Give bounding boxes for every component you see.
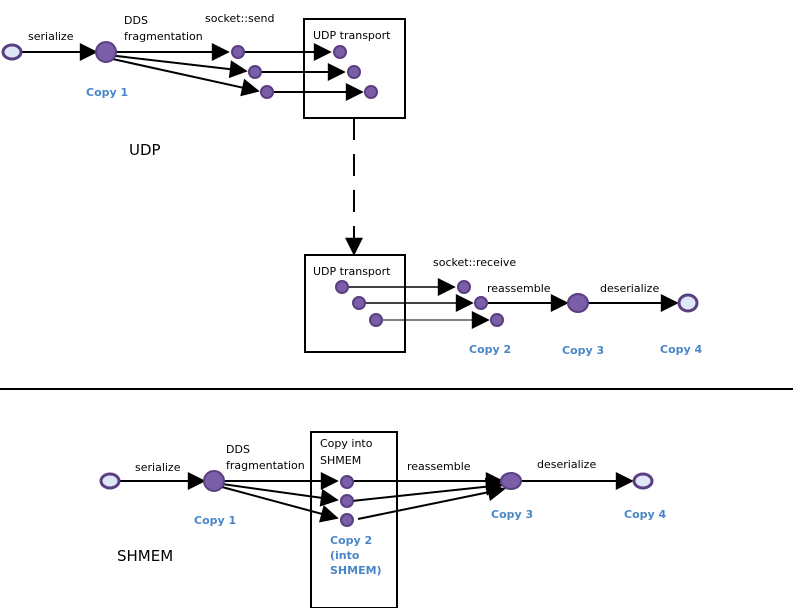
node-frag-3 <box>260 85 274 99</box>
edge-reassemble-2 <box>351 477 504 502</box>
edge-frag-3 <box>107 57 260 97</box>
node-recv-2 <box>474 296 488 310</box>
node-shmem-2 <box>340 494 354 508</box>
label-reassemble: reassemble <box>407 460 471 473</box>
label-copy2-line2: (into <box>330 549 360 562</box>
shmem-box <box>310 431 398 608</box>
label-copy4: Copy 4 <box>624 508 667 521</box>
shmem-section: serialize DDS fragmentation Copy into SH… <box>99 431 667 608</box>
node-source <box>1 43 23 61</box>
node-shmem-3 <box>340 513 354 527</box>
node-recv-3 <box>490 313 504 327</box>
edge-frag-2 <box>107 54 248 79</box>
node-copy3 <box>500 472 522 490</box>
udp-section: serialize DDS fragmentation socket::send… <box>1 12 703 357</box>
node-recv-in-1 <box>335 280 349 294</box>
label-copy-into-1: Copy into <box>320 437 373 450</box>
label-socket-send: socket::send <box>205 12 274 25</box>
label-copy2: Copy 2 <box>469 343 511 356</box>
node-recv-in-2 <box>352 296 366 310</box>
label-copy1: Copy 1 <box>86 86 128 99</box>
label-fragmentation-2: fragmentation <box>124 30 203 43</box>
node-source <box>99 472 121 490</box>
label-udp-transport-send: UDP transport <box>313 29 391 42</box>
label-socket-receive: socket::receive <box>433 256 516 269</box>
label-copy-into-2: SHMEM <box>320 454 361 467</box>
node-shmem-1 <box>340 475 354 489</box>
label-copy3: Copy 3 <box>562 344 604 357</box>
label-fragmentation-1: DDS <box>226 443 250 456</box>
node-copy4 <box>677 293 699 313</box>
node-recv-1 <box>457 280 471 294</box>
label-copy4: Copy 4 <box>660 343 703 356</box>
node-frag-2 <box>248 65 262 79</box>
label-deserialize: deserialize <box>537 458 596 471</box>
label-copy1: Copy 1 <box>194 514 236 527</box>
node-copy3 <box>567 293 589 313</box>
label-copy2: Copy 2 <box>330 534 372 547</box>
edge-frag-3 <box>221 486 339 523</box>
label-fragmentation-1: DDS <box>124 14 148 27</box>
label-deserialize: deserialize <box>600 282 659 295</box>
udp-transport-send-box <box>303 18 406 119</box>
label-udp-transport-recv: UDP transport <box>313 265 391 278</box>
edge-frag-2 <box>221 483 339 507</box>
node-send-1 <box>333 45 347 59</box>
node-recv-in-3 <box>369 313 383 327</box>
label-serialize: serialize <box>135 461 181 474</box>
node-copy4 <box>632 472 654 490</box>
node-copy1 <box>95 41 117 63</box>
section-title-udp: UDP <box>129 141 161 159</box>
section-title-shmem: SHMEM <box>117 547 173 565</box>
label-copy2-line3: SHMEM) <box>330 564 382 577</box>
label-fragmentation-2: fragmentation <box>226 459 305 472</box>
label-serialize: serialize <box>28 30 74 43</box>
node-frag-1 <box>231 45 245 59</box>
label-copy3: Copy 3 <box>491 508 533 521</box>
node-copy1 <box>203 470 225 492</box>
edge-reassemble-3 <box>357 483 506 520</box>
node-send-2 <box>347 65 361 79</box>
label-reassemble: reassemble <box>487 282 551 295</box>
node-send-3 <box>364 85 378 99</box>
udp-transport-recv-box <box>304 254 406 353</box>
